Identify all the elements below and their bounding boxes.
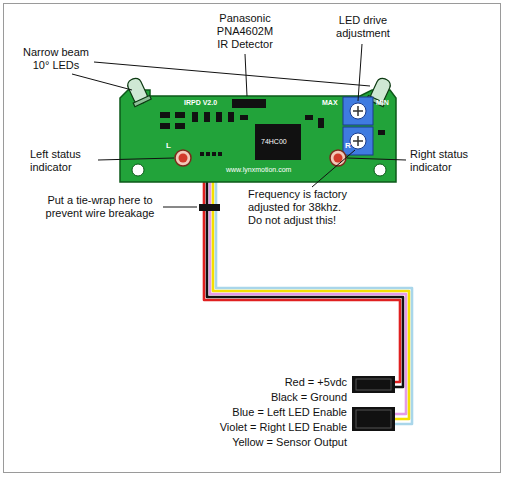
leader-line [358, 44, 362, 101]
status-led [334, 154, 343, 163]
trim-pot [353, 136, 363, 146]
status-led [175, 150, 346, 166]
trim-pot [343, 127, 373, 155]
smd-parts [175, 112, 185, 118]
chip-label: 74HC00 [261, 138, 287, 146]
status-led [179, 154, 188, 163]
wire-key: Red = +5vdc [285, 376, 347, 389]
wire-key: Violet = Right LED Enable [220, 421, 347, 434]
smd-parts [192, 112, 198, 122]
ic-chip [255, 124, 301, 160]
ir-detector [232, 99, 266, 108]
smd-parts [175, 123, 185, 129]
smd-parts [212, 152, 216, 156]
ir-led [124, 76, 151, 107]
pcb [120, 90, 396, 182]
smd-parts [228, 112, 234, 122]
callout-label: Left status indicator [30, 148, 94, 174]
pin-label: L [166, 141, 171, 151]
leader-line [245, 54, 247, 96]
smd-parts [378, 130, 385, 135]
pcb [132, 164, 144, 176]
leader-line [72, 44, 406, 207]
connector [352, 407, 395, 431]
connector [356, 410, 391, 428]
callout-label: Panasonic PNA4602M IR Detector [212, 12, 278, 51]
wire-bundle [213, 182, 409, 419]
leader-line [94, 62, 370, 86]
frame [4, 4, 501, 473]
status-led [175, 150, 191, 166]
smd-parts [305, 115, 313, 120]
wire-key: Black = Ground [271, 391, 347, 404]
leader-line [72, 74, 132, 90]
board-label: IRPD V2.0 [184, 99, 217, 107]
callout-label: LED drive adjustment [330, 14, 396, 40]
pcb [374, 164, 386, 176]
callout-label: Narrow beam 10° LEDs [20, 46, 92, 72]
pcb [120, 90, 396, 182]
status-led [330, 150, 346, 166]
wire-key: Blue = Left LED Enable [232, 406, 347, 419]
trim-pot [343, 97, 373, 125]
callout-label: Right status indicator [410, 148, 476, 174]
smd-parts [160, 112, 170, 118]
wire-key: Yellow = Sensor Output [232, 436, 347, 449]
leader-line [163, 207, 197, 208]
leader-line [312, 150, 355, 187]
smd-parts [318, 118, 324, 128]
smd-parts [216, 112, 222, 122]
wire-bundle [216, 182, 412, 424]
leader-line [98, 158, 174, 160]
callout-label: Put a tie-wrap here to prevent wire brea… [40, 194, 160, 220]
connector [356, 379, 391, 390]
pot-label: MIN [376, 99, 389, 107]
smd-parts [160, 123, 170, 129]
connector [352, 376, 395, 431]
leader-line [347, 158, 406, 160]
wire-bundle [207, 182, 403, 387]
wire-bundle [210, 182, 406, 414]
trim-pot [353, 106, 363, 116]
board-url: www.lynxmotion.com [226, 166, 291, 174]
tie-wrap [199, 204, 220, 211]
wire-bundle [204, 182, 400, 382]
smd-parts [204, 112, 210, 122]
ir-led [133, 95, 151, 106]
smd-parts [218, 152, 222, 156]
trim-pot [350, 133, 366, 149]
connector [352, 376, 395, 393]
trim-pot [343, 97, 373, 155]
smd-parts [206, 152, 210, 156]
pin-label: R [345, 141, 351, 151]
wire-bundle [204, 182, 412, 424]
smd-parts [200, 152, 204, 156]
trim-pot [350, 103, 366, 119]
pot-label: MAX [322, 99, 338, 107]
callout-note: Frequency is factory adjusted for 38khz.… [248, 188, 356, 227]
smd-parts [240, 115, 248, 120]
